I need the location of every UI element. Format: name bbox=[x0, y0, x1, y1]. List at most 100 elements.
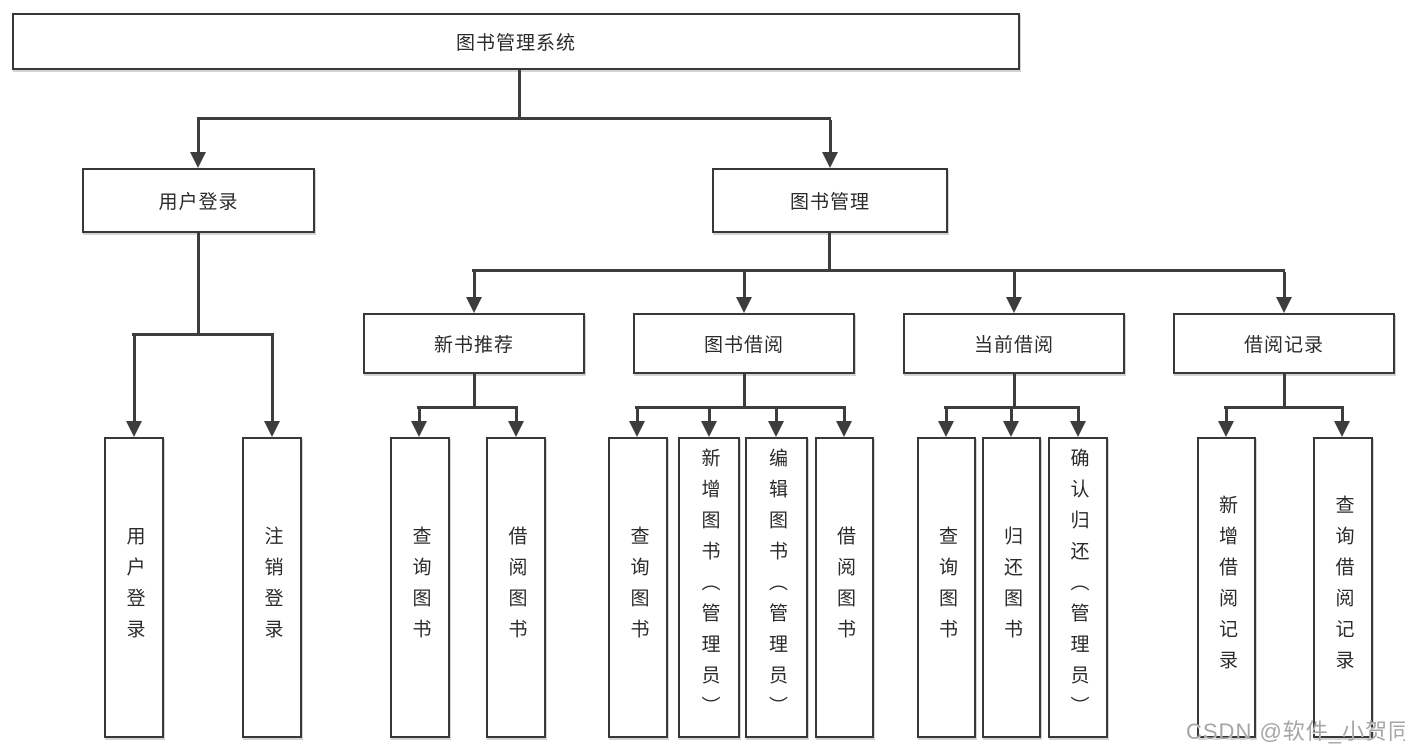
connector-line bbox=[197, 233, 200, 336]
arrow-down bbox=[1003, 409, 1019, 437]
connector-line bbox=[132, 333, 274, 336]
arrow-down bbox=[1006, 272, 1022, 313]
arrow-head-icon bbox=[1006, 297, 1022, 313]
leaf-add-borrow-record: 新增借阅记录 bbox=[1197, 437, 1256, 738]
arrow-head-icon bbox=[264, 421, 280, 437]
csdn-watermark: CSDN @软件_小贺同学 bbox=[1186, 719, 1405, 744]
arrow-stem bbox=[1282, 272, 1286, 299]
arrow-stem bbox=[1012, 272, 1016, 299]
arrow-down bbox=[938, 409, 954, 437]
arrow-stem bbox=[514, 409, 518, 423]
arrow-head-icon bbox=[126, 421, 142, 437]
arrow-head-icon bbox=[938, 421, 954, 437]
node-borrow-record-label: 借阅记录 bbox=[1243, 335, 1324, 356]
leaf-logout: 注销登录 bbox=[242, 437, 302, 738]
leaf-edit-book-admin: 编辑图书（管理员） bbox=[745, 437, 808, 738]
leaf-user-login: 用户登录 bbox=[104, 437, 164, 738]
arrow-head-icon bbox=[701, 421, 717, 437]
node-current-borrow: 当前借阅 bbox=[903, 313, 1125, 374]
leaf-query-book-current-label: 查询图书 bbox=[936, 525, 957, 650]
arrow-head-icon bbox=[190, 152, 206, 168]
node-user-login-label: 用户登录 bbox=[158, 192, 239, 213]
leaf-query-book-borrow-label: 查询图书 bbox=[627, 525, 649, 650]
arrow-down bbox=[190, 120, 206, 168]
node-new-book-recommend-label: 新书推荐 bbox=[433, 335, 514, 356]
node-user-login: 用户登录 bbox=[82, 168, 315, 233]
arrow-down bbox=[264, 336, 280, 437]
arrow-stem bbox=[270, 336, 274, 423]
connector-line bbox=[472, 269, 1285, 272]
leaf-borrow-book-recommend: 借阅图书 bbox=[486, 437, 546, 738]
arrow-down bbox=[768, 409, 784, 437]
connector-line bbox=[944, 406, 1080, 409]
leaf-confirm-return-admin-label: 确认归还（管理员） bbox=[1067, 448, 1089, 727]
leaf-query-book-recommend: 查询图书 bbox=[390, 437, 450, 738]
node-current-borrow-label: 当前借阅 bbox=[973, 335, 1054, 356]
node-book-borrow-label: 图书借阅 bbox=[703, 335, 784, 356]
leaf-return-book-label: 归还图书 bbox=[1001, 525, 1022, 650]
arrow-stem bbox=[828, 120, 832, 154]
arrow-head-icon bbox=[822, 152, 838, 168]
arrow-head-icon bbox=[836, 421, 852, 437]
node-book-management-label: 图书管理 bbox=[789, 192, 870, 213]
leaf-edit-book-admin-label: 编辑图书（管理员） bbox=[766, 448, 787, 727]
arrow-head-icon bbox=[736, 297, 752, 313]
arrow-head-icon bbox=[768, 421, 784, 437]
leaf-return-book: 归还图书 bbox=[982, 437, 1041, 738]
leaf-borrow-book: 借阅图书 bbox=[815, 437, 874, 738]
node-new-book-recommend: 新书推荐 bbox=[363, 313, 585, 374]
node-borrow-record: 借阅记录 bbox=[1173, 313, 1395, 374]
connector-line bbox=[417, 406, 518, 409]
leaf-query-borrow-record: 查询借阅记录 bbox=[1313, 437, 1373, 738]
arrow-down bbox=[822, 120, 838, 168]
leaf-borrow-book-label: 借阅图书 bbox=[834, 525, 855, 650]
arrow-down bbox=[1334, 409, 1350, 437]
leaf-logout-label: 注销登录 bbox=[261, 525, 283, 650]
leaf-query-borrow-record-label: 查询借阅记录 bbox=[1332, 494, 1354, 681]
arrow-stem bbox=[472, 272, 476, 299]
arrow-head-icon bbox=[466, 297, 482, 313]
arrow-stem bbox=[944, 409, 948, 423]
leaf-user-login-label: 用户登录 bbox=[123, 525, 145, 650]
connector-line bbox=[1283, 374, 1286, 409]
node-book-borrow: 图书借阅 bbox=[633, 313, 855, 374]
node-root: 图书管理系统 bbox=[12, 13, 1020, 70]
connector-line bbox=[1224, 406, 1344, 409]
arrow-stem bbox=[1224, 409, 1228, 423]
connector-line bbox=[473, 374, 476, 409]
arrow-stem bbox=[842, 409, 846, 423]
leaf-add-book-admin-label: 新增图书（管理员） bbox=[698, 448, 720, 727]
arrow-down bbox=[736, 272, 752, 313]
connector-line bbox=[743, 374, 746, 409]
leaf-confirm-return-admin: 确认归还（管理员） bbox=[1048, 437, 1108, 738]
leaf-query-book-current: 查询图书 bbox=[917, 437, 976, 738]
connector-line bbox=[518, 70, 521, 119]
arrow-down bbox=[466, 272, 482, 313]
leaf-add-book-admin: 新增图书（管理员） bbox=[678, 437, 740, 738]
leaf-borrow-book-recommend-label: 借阅图书 bbox=[505, 525, 527, 650]
arrow-down bbox=[1218, 409, 1234, 437]
arrow-stem bbox=[774, 409, 778, 423]
arrow-down bbox=[629, 409, 645, 437]
arrow-stem bbox=[742, 272, 746, 299]
leaf-add-borrow-record-label: 新增借阅记录 bbox=[1216, 494, 1237, 681]
arrow-down bbox=[411, 409, 427, 437]
arrow-stem bbox=[1340, 409, 1344, 423]
connector-line bbox=[1013, 374, 1016, 409]
arrow-down bbox=[1276, 272, 1292, 313]
arrow-head-icon bbox=[1334, 421, 1350, 437]
leaf-query-book-recommend-label: 查询图书 bbox=[409, 525, 431, 650]
arrow-down bbox=[1070, 409, 1086, 437]
arrow-down bbox=[508, 409, 524, 437]
node-root-label: 图书管理系统 bbox=[455, 33, 576, 54]
leaf-query-book-borrow: 查询图书 bbox=[608, 437, 668, 738]
connector-line bbox=[197, 117, 831, 120]
connector-line bbox=[635, 406, 846, 409]
arrow-stem bbox=[417, 409, 421, 423]
arrow-head-icon bbox=[411, 421, 427, 437]
arrow-head-icon bbox=[1003, 421, 1019, 437]
arrow-stem bbox=[132, 336, 136, 423]
arrow-down bbox=[836, 409, 852, 437]
arrow-stem bbox=[1009, 409, 1013, 423]
